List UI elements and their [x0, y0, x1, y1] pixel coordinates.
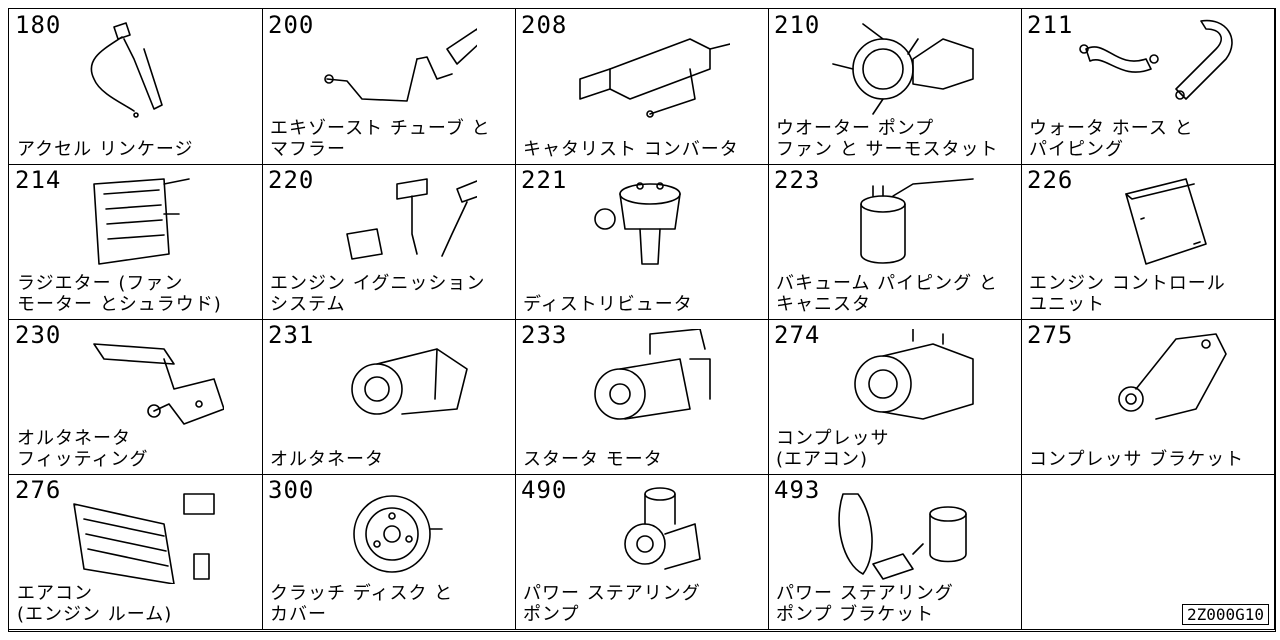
distributor-icon — [570, 174, 730, 274]
alternator-bracket-icon — [64, 329, 225, 429]
catalog-cell-208[interactable]: 208 キャタリスト コンバータ — [515, 9, 769, 165]
part-code: 210 — [774, 11, 821, 39]
part-label: エキゾースト チューブ と マフラー — [270, 118, 491, 160]
catalog-cell-221[interactable]: 221 ディストリビュータ — [515, 164, 769, 320]
part-label: クラッチ ディスク と カバー — [270, 583, 454, 625]
part-label: エンジン イグニッション システム — [270, 273, 486, 315]
part-label: ディストリビュータ — [523, 294, 693, 315]
catalytic-converter-icon — [570, 19, 731, 119]
catalog-cell-490[interactable]: 490 パワー ステアリング ポンプ — [515, 474, 769, 630]
catalog-cell-223[interactable]: 223 バキューム パイピング と キャニスタ — [768, 164, 1022, 320]
part-code: 223 — [774, 166, 821, 194]
catalog-cell-300[interactable]: 300 クラッチ ディスク と カバー — [262, 474, 516, 630]
part-code: 493 — [774, 476, 821, 504]
compressor-bracket-icon — [1076, 329, 1236, 429]
part-code: 233 — [521, 321, 568, 349]
part-code: 200 — [268, 11, 315, 39]
part-label: エアコン (エンジン ルーム) — [17, 583, 173, 625]
part-label: オルタネータ — [270, 449, 384, 470]
clutch-disc-icon — [317, 484, 477, 584]
condenser-icon — [64, 484, 224, 585]
part-label: エンジン コントロール ユニット — [1029, 273, 1226, 315]
reference-code: 2Z000G10 — [1181, 604, 1269, 625]
part-code: 214 — [15, 166, 62, 194]
part-code: 300 — [268, 476, 315, 504]
catalog-cell-276[interactable]: 276 エアコン (エンジン ルーム) — [9, 474, 263, 630]
part-code: 180 — [15, 11, 62, 39]
empty-cell — [1021, 474, 1275, 630]
part-label: パワー ステアリング ポンプ — [523, 583, 701, 625]
catalog-cell-233[interactable]: 233 スタータ モータ — [515, 319, 769, 475]
catalog-cell-493[interactable]: 493 パワー ステアリング ポンプ ブラケット — [768, 474, 1022, 630]
part-code: 274 — [774, 321, 821, 349]
part-label: ラジエター (ファン モーター とシュラウド) — [17, 273, 222, 315]
part-label: ウォータ ホース と パイピング — [1029, 118, 1194, 160]
part-label: バキューム パイピング と キャニスタ — [776, 273, 998, 315]
parts-catalog-grid: 180 アクセル リンケージ 200 エキゾースト チューブ と マフラー 20… — [8, 8, 1276, 632]
catalog-cell-200[interactable]: 200 エキゾースト チューブ と マフラー — [262, 9, 516, 165]
catalog-cell-231[interactable]: 231 オルタネータ — [262, 319, 516, 475]
part-code: 231 — [268, 321, 315, 349]
catalog-cell-210[interactable]: 210 ウオーター ポンプ ファン と サーモスタット — [768, 9, 1022, 165]
part-code: 275 — [1027, 321, 1074, 349]
water-pump-fan-icon — [823, 19, 983, 119]
water-hose-icon — [1076, 19, 1236, 119]
part-code: 211 — [1027, 11, 1074, 39]
power-steering-pump-icon — [570, 484, 730, 584]
catalog-cell-220[interactable]: 220 エンジン イグニッション システム — [262, 164, 516, 320]
catalog-cell-275[interactable]: 275 コンプレッサ ブラケット — [1021, 319, 1275, 475]
part-label: ウオーター ポンプ ファン と サーモスタット — [776, 118, 999, 160]
catalog-cell-180[interactable]: 180 アクセル リンケージ — [9, 9, 263, 165]
exhaust-tube-muffler-icon — [317, 19, 483, 119]
catalog-cell-214[interactable]: 214 ラジエター (ファン モーター とシュラウド) — [9, 164, 263, 320]
part-label: オルタネータ フィッティング — [17, 428, 149, 470]
catalog-cell-226[interactable]: 226 エンジン コントロール ユニット — [1021, 164, 1275, 320]
part-code: 490 — [521, 476, 568, 504]
alternator-icon — [317, 329, 477, 429]
part-code: 220 — [268, 166, 315, 194]
part-label: コンプレッサ ブラケット — [1029, 449, 1245, 470]
part-code: 230 — [15, 321, 62, 349]
radiator-icon — [64, 174, 224, 274]
part-code: 221 — [521, 166, 568, 194]
part-label: パワー ステアリング ポンプ ブラケット — [776, 583, 954, 625]
part-code: 208 — [521, 11, 568, 39]
part-label: アクセル リンケージ — [17, 139, 194, 160]
part-label: コンプレッサ (エアコン) — [776, 428, 890, 470]
part-code: 226 — [1027, 166, 1074, 194]
part-label: スタータ モータ — [523, 449, 663, 470]
part-label: キャタリスト コンバータ — [523, 139, 739, 160]
control-unit-icon — [1076, 174, 1236, 274]
catalog-cell-211[interactable]: 211 ウォータ ホース と パイピング — [1021, 9, 1275, 165]
vacuum-canister-icon — [823, 174, 983, 274]
ac-compressor-icon — [823, 328, 983, 429]
part-code: 276 — [15, 476, 62, 504]
catalog-cell-274[interactable]: 274 コンプレッサ (エアコン) — [768, 319, 1022, 475]
starter-motor-icon — [570, 328, 730, 429]
accelerator-linkage-icon — [64, 19, 224, 119]
ignition-system-icon — [317, 174, 486, 274]
steering-pump-bracket-icon — [823, 484, 983, 584]
catalog-cell-230[interactable]: 230 オルタネータ フィッティング — [9, 319, 263, 475]
